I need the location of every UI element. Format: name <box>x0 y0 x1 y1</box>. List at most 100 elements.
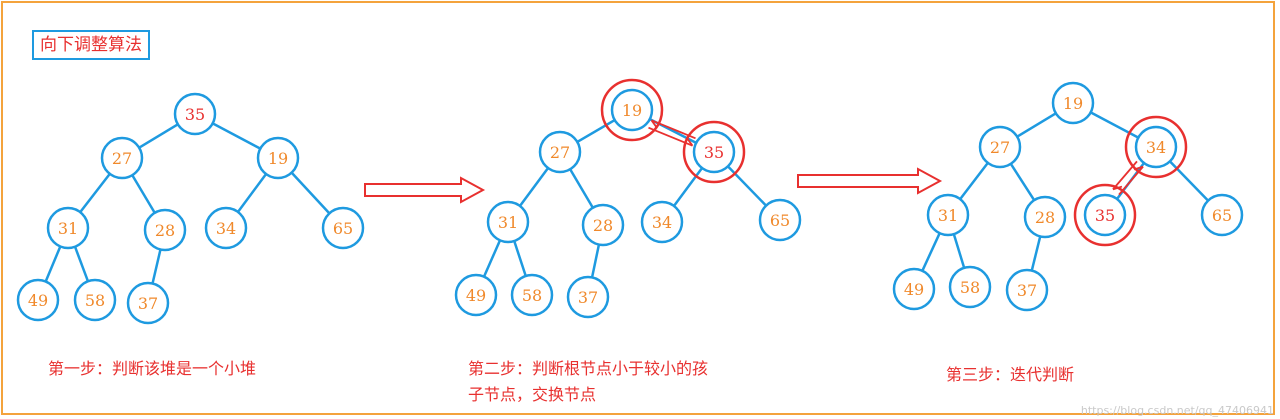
highlight-ring <box>682 120 746 184</box>
tree-edge <box>131 174 156 214</box>
tree-node-label: 19 <box>622 101 642 120</box>
tree-edge <box>44 245 62 283</box>
tree-edge <box>151 249 162 284</box>
tree-node-circle <box>581 203 625 247</box>
tree-node-label: 49 <box>904 280 924 299</box>
tree-node-label: 65 <box>770 211 790 230</box>
caption-line: 第二步：判断根节点小于较小的孩 <box>468 359 709 378</box>
caption-step-2: 第二步：判断根节点小于较小的孩 子节点，交换节点 <box>468 356 708 408</box>
step-arrow-1-to-2 <box>364 176 486 204</box>
caption-line: 第一步：判断该堆是一个小堆 <box>48 359 257 378</box>
tree-node-label: 28 <box>593 216 613 235</box>
tree-node-circle <box>256 136 300 180</box>
tree-node-label: 58 <box>522 286 542 305</box>
tree-edge <box>518 167 550 207</box>
tree-node-circle <box>538 130 582 174</box>
tree-edge <box>1016 112 1057 138</box>
highlight-ring <box>1124 115 1188 179</box>
tree-node-label: 35 <box>185 105 205 124</box>
tree-node-circle <box>566 275 610 319</box>
tree-node-label: 27 <box>112 149 132 168</box>
tree-edge <box>1090 111 1139 139</box>
tree-node-circle <box>486 200 530 244</box>
tree-edge <box>672 167 704 207</box>
tree-node-circle <box>926 193 970 237</box>
tree-node-label: 34 <box>216 219 236 238</box>
tree-node-circle <box>321 206 365 250</box>
caption-line: 子节点，交换节点 <box>468 385 597 404</box>
tree-node-label: 35 <box>1095 206 1115 225</box>
tree-edge <box>1169 160 1209 202</box>
tree-node-circle <box>46 206 90 250</box>
step-arrow-2-to-3 <box>797 167 943 195</box>
tree-node-label: 37 <box>1017 281 1037 300</box>
watermark: https://blog.csdn.net/qq_47406941 <box>1080 404 1274 417</box>
tree-edge <box>959 162 989 200</box>
tree-node-circle <box>73 278 117 322</box>
tree-edge <box>727 165 767 207</box>
tree-node-circle <box>510 273 554 317</box>
tree-node-label: 31 <box>498 213 518 232</box>
swap-arrow-step-2 <box>648 119 696 147</box>
caption-line: 第三步：迭代判断 <box>946 365 1075 384</box>
tree-node-circle <box>1051 81 1095 125</box>
diagram-title: 向下调整算法 <box>32 30 150 60</box>
tree-edge <box>576 118 616 144</box>
tree-edge <box>513 240 527 277</box>
tree-node-circle <box>610 88 654 132</box>
tree-node-label: 19 <box>268 149 288 168</box>
caption-step-3: 第三步：迭代判断 <box>946 362 1074 388</box>
highlight-ring <box>600 78 664 142</box>
tree-node-circle <box>948 265 992 309</box>
tree-node-circle <box>100 136 144 180</box>
tree-node-circle <box>1134 125 1178 169</box>
tree-node-label: 58 <box>960 278 980 297</box>
tree-edge <box>569 168 594 209</box>
tree-node-circle <box>692 130 736 174</box>
tree-edge <box>79 173 111 213</box>
tree-edge <box>290 171 331 215</box>
tree-node-label: 37 <box>138 294 158 313</box>
tree-node-label: 58 <box>85 291 105 310</box>
tree-edge <box>236 173 268 213</box>
tree-node-label: 28 <box>155 221 175 240</box>
tree-node-label: 27 <box>990 138 1010 157</box>
tree-edge <box>590 244 601 278</box>
tree-edge <box>952 233 966 269</box>
tree-edge <box>73 246 90 282</box>
tree-node-label: 31 <box>938 206 958 225</box>
tree-edge <box>138 123 179 149</box>
tree-node-label: 49 <box>466 286 486 305</box>
tree-node-circle <box>1083 193 1127 237</box>
tree-node-circle <box>204 206 248 250</box>
tree-node-circle <box>173 92 217 136</box>
tree-node-circle <box>16 278 60 322</box>
tree-node-circle <box>1023 195 1067 239</box>
tree-node-circle <box>640 200 684 244</box>
tree-edge <box>1030 236 1042 271</box>
tree-edge <box>1009 163 1036 201</box>
caption-step-1: 第一步：判断该堆是一个小堆 <box>48 356 256 382</box>
swap-arrow-step-3 <box>1112 160 1144 196</box>
tree-node-label: 35 <box>704 143 724 162</box>
tree-node-label: 28 <box>1035 208 1055 227</box>
highlight-ring <box>1073 183 1137 247</box>
tree-node-circle <box>454 273 498 317</box>
tree-node-circle <box>1200 193 1244 237</box>
tree-node-label: 65 <box>1212 206 1232 225</box>
tree-node-label: 27 <box>550 143 570 162</box>
tree-edge <box>921 232 941 272</box>
tree-node-circle <box>758 198 802 242</box>
tree-node-circle <box>1005 268 1049 312</box>
tree-node-label: 37 <box>578 288 598 307</box>
tree-node-label: 49 <box>28 291 48 310</box>
tree-node-label: 19 <box>1063 94 1083 113</box>
tree-node-label: 65 <box>333 219 353 238</box>
tree-node-circle <box>126 281 170 325</box>
tree-node-circle <box>143 208 187 252</box>
tree-node-label: 34 <box>652 213 672 232</box>
tree-edge <box>482 239 502 278</box>
tree-node-label: 34 <box>1146 138 1166 157</box>
